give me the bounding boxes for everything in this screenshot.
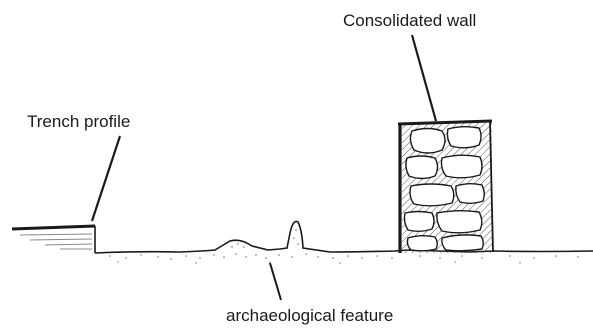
consolidated-wall-label: Consolidated wall	[343, 12, 476, 29]
archaeological-feature-label: archaeological feature	[226, 307, 393, 324]
soil-stipple	[109, 229, 579, 263]
wall-leader-line	[412, 35, 436, 121]
trench-leader-line	[92, 136, 120, 221]
feature-leader-line	[270, 263, 281, 300]
trench-profile-label: Trench profile	[27, 113, 130, 130]
consolidated-wall	[398, 121, 493, 253]
ground-surface	[95, 221, 593, 253]
trench-profile	[12, 226, 95, 253]
